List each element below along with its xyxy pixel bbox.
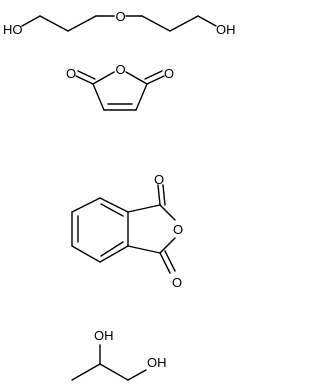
structure-diagram: HO O OH O O O [3, 9, 236, 381]
atom-label-carbonyl-o-left: O [66, 66, 76, 81]
bond [92, 83, 105, 111]
bond [71, 363, 101, 381]
atom-label-ring-o: O [116, 62, 126, 77]
bond [144, 70, 163, 80]
bond [159, 252, 171, 274]
bond [135, 83, 148, 111]
bond [67, 15, 97, 32]
atom-label-carbonyl-o-bottom: O [172, 275, 182, 290]
molecule-maleic-anhydride: O O O [66, 62, 174, 111]
bond [169, 15, 199, 32]
bond [99, 363, 129, 381]
molecule-propylene-glycol: OH OH [71, 328, 167, 381]
bond [75, 75, 94, 85]
bond [99, 197, 129, 213]
bond [197, 15, 217, 27]
bond [146, 75, 165, 85]
bond [127, 369, 147, 381]
bond [127, 245, 161, 254]
bond [157, 184, 161, 206]
atom-label-carbonyl-o-top: O [154, 172, 164, 187]
molecule-diethylene-glycol: HO O OH [3, 9, 236, 37]
bond [159, 204, 176, 221]
atom-label-carbonyl-o-right: O [164, 66, 174, 81]
molecule-phthalic-anhydride: O O O [71, 172, 183, 290]
bond [71, 245, 101, 263]
atom-label-ether-o: O [116, 9, 126, 24]
bond [159, 237, 176, 254]
bond [39, 15, 69, 32]
bond [99, 245, 129, 263]
atom-label-ho: HO [3, 22, 23, 37]
atom-label-ring-o: O [173, 222, 183, 237]
bond [100, 203, 124, 217]
bond [164, 250, 176, 272]
bond [71, 197, 101, 213]
bond [162, 184, 166, 206]
bond [92, 71, 115, 85]
atom-label-oh: OH [216, 22, 236, 37]
bond [77, 70, 96, 80]
bond [125, 71, 148, 85]
atom-label-oh-secondary: OH [94, 328, 114, 343]
atom-label-oh-primary: OH [147, 355, 167, 370]
bond [21, 15, 41, 27]
bond [141, 15, 171, 32]
bond [100, 241, 124, 257]
bond [127, 204, 161, 213]
